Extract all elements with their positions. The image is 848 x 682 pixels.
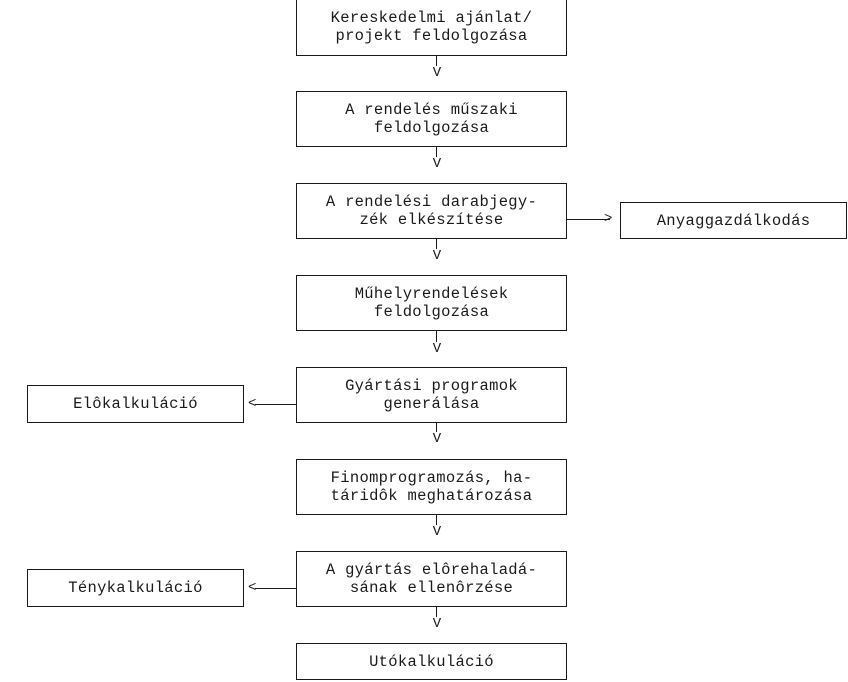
box-text-line-2: táridôk meghatározása [330,487,533,505]
connector-line [436,147,437,157]
box-text-line-2: generálása [383,395,480,413]
box-text-line-1: A rendelési darabjegy- [325,193,538,211]
arrow-left-icon: < [248,396,257,412]
flow-box-offer-processing: Kereskedelmi ajánlat/projekt feldolgozás… [296,0,567,56]
arrow-down-icon: V [432,616,442,632]
box-text-line-1: Utókalkuláció [369,652,494,671]
arrow-down-icon: V [432,431,442,447]
arrow-down-icon: V [432,156,442,172]
side-box-label: Elôkalkuláció [73,395,198,413]
flow-box-progress-control: A gyártás elôrehaladá-sának ellenôrzése [296,551,567,607]
box-text-line-1: Műhelyrendelések [354,285,509,303]
box-text-line-2: zék elkészítése [359,211,504,229]
connector-line [255,588,296,589]
box-text-line-1: A gyártás elôrehaladá- [325,561,538,579]
box-text-line-1: A rendelés műszaki [345,101,518,119]
connector-line [436,239,437,249]
connector-line [436,423,437,432]
arrow-down-icon: V [432,341,442,357]
arrow-right-icon: > [604,211,613,227]
box-text-line-1: Finomprogramozás, ha- [330,469,533,487]
side-box-materials-management: Anyaggazdálkodás [620,202,847,239]
flow-box-bill-of-materials: A rendelési darabjegy-zék elkészítése [296,183,567,239]
connector-line [436,56,437,66]
connector-line [436,607,437,617]
side-box-label: Anyaggazdálkodás [656,211,811,230]
arrow-down-icon: V [432,65,442,81]
box-text-line-1: Kereskedelmi ajánlat/ [330,9,533,27]
side-box-label: Ténykalkuláció [68,579,203,597]
box-text-line-2: projekt feldolgozása [335,27,528,45]
box-text-line-2: sának ellenôrzése [349,579,514,597]
side-box-pre-calculation: Elôkalkuláció [27,385,244,423]
connector-line [255,404,296,405]
connector-line [436,331,437,342]
box-text-line-1: Gyártási programok [345,377,518,395]
arrow-left-icon: < [248,580,257,596]
flow-box-post-calculation: Utókalkuláció [296,643,567,680]
box-text-line-2: feldolgozása [373,303,490,321]
connector-line [567,219,610,220]
box-text-line-2: feldolgozása [373,119,490,137]
arrow-down-icon: V [432,524,442,540]
flow-box-fine-scheduling: Finomprogramozás, ha-táridôk meghatározá… [296,459,567,515]
connector-line [436,515,437,525]
side-box-actual-calculation: Ténykalkuláció [27,569,244,607]
arrow-down-icon: V [432,248,442,264]
